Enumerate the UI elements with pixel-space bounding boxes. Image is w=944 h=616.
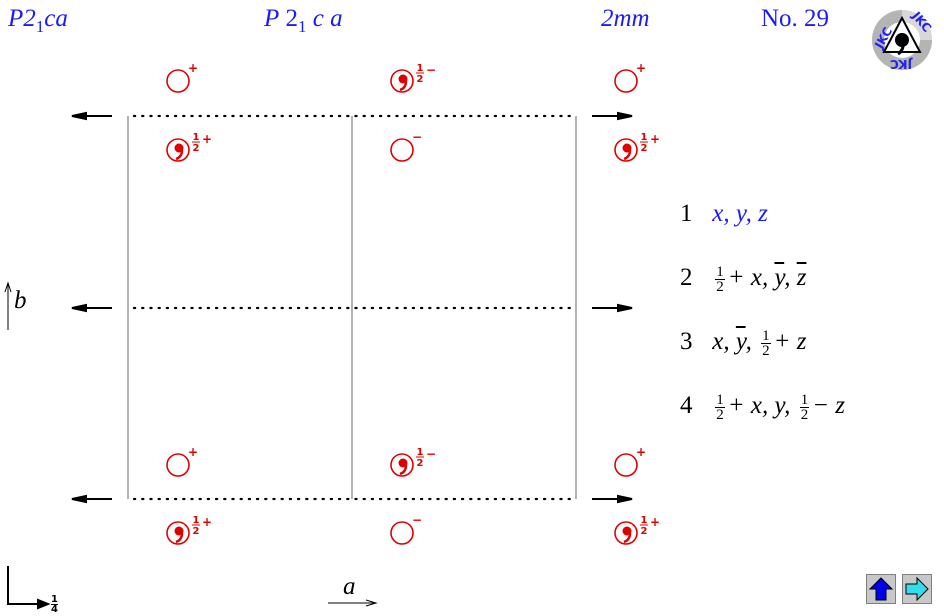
svg-text:+: +	[636, 445, 646, 459]
svg-text:1: 1	[417, 63, 424, 74]
svg-text:+: +	[188, 61, 198, 75]
up-button[interactable]	[866, 574, 896, 604]
height-fraction: 1 4	[51, 594, 58, 615]
position-comma-circle: 12−	[390, 447, 436, 477]
position-comma-circle: 12+	[614, 132, 660, 162]
operation-number: 3	[680, 328, 693, 355]
svg-text:+: +	[636, 61, 646, 75]
arrow-up-icon	[868, 577, 894, 601]
next-button[interactable]	[902, 574, 932, 604]
short-symbol-sub: 1	[35, 17, 45, 36]
svg-text:2: 2	[641, 526, 648, 537]
jkc-logo-icon[interactable]: JKC JKC JKC	[870, 8, 934, 72]
svg-text:1: 1	[641, 515, 648, 526]
svg-text:2: 2	[641, 143, 648, 154]
operation-number: 1	[680, 200, 693, 227]
screw-axis-arrows	[71, 111, 633, 504]
arrow-right-icon	[905, 576, 929, 602]
svg-text:1: 1	[641, 132, 648, 143]
short-symbol-base: P2	[8, 5, 36, 32]
a-axis-arrow	[328, 599, 378, 607]
space-group-number: No. 29	[761, 5, 830, 32]
equivalent-positions: +12−+12+−12++12−+12+−12+	[166, 61, 660, 545]
operation-expression: x, y, z	[712, 200, 768, 227]
svg-text:−: −	[426, 447, 436, 461]
svg-text:+: +	[202, 515, 212, 529]
full-symbol-a: a	[330, 5, 343, 32]
point-group: 2mm	[601, 5, 650, 32]
position-comma-circle: 12+	[166, 515, 212, 545]
b-axis-label: b	[14, 287, 27, 314]
full-symbol-sub: 1	[298, 17, 307, 36]
svg-text:2: 2	[417, 458, 424, 469]
position-circle: −	[390, 130, 422, 162]
svg-text:JKC: JKC	[890, 57, 913, 71]
position-comma-circle: 12−	[390, 63, 436, 93]
svg-text:1: 1	[193, 515, 200, 526]
svg-text:−: −	[412, 130, 422, 144]
full-symbol-p: P	[264, 5, 280, 32]
b-axis-arrow	[4, 281, 12, 330]
position-circle: +	[614, 445, 646, 477]
svg-text:2: 2	[193, 143, 200, 154]
svg-text:2: 2	[417, 74, 424, 85]
svg-text:+: +	[188, 445, 198, 459]
short-symbol-rest: ca	[44, 5, 68, 32]
position-circle: −	[390, 513, 422, 545]
svg-text:+: +	[650, 515, 660, 529]
position-circle: +	[166, 61, 198, 93]
glide-plane-lines	[132, 114, 578, 501]
operation-number: 4	[680, 392, 693, 419]
position-comma-circle: 12+	[614, 515, 660, 545]
short-symbol: P21ca	[8, 4, 68, 42]
svg-text:1: 1	[417, 447, 424, 458]
svg-text:2: 2	[193, 526, 200, 537]
full-symbol: P 21 c a	[264, 4, 343, 42]
height-indicator	[7, 566, 51, 610]
cell-frame	[127, 116, 577, 499]
svg-text:+: +	[202, 132, 212, 146]
svg-text:−: −	[412, 513, 422, 527]
svg-text:+: +	[650, 132, 660, 146]
svg-text:1: 1	[193, 132, 200, 143]
position-comma-circle: 12+	[166, 132, 212, 162]
full-symbol-2: 2	[285, 5, 299, 32]
position-circle: +	[166, 445, 198, 477]
svg-text:−: −	[426, 63, 436, 77]
operation-1: 1 x, y, z	[680, 196, 845, 260]
operation-number: 2	[680, 264, 693, 291]
a-axis-label: a	[343, 573, 356, 600]
position-circle: +	[614, 61, 646, 93]
full-symbol-c: c	[312, 5, 324, 32]
